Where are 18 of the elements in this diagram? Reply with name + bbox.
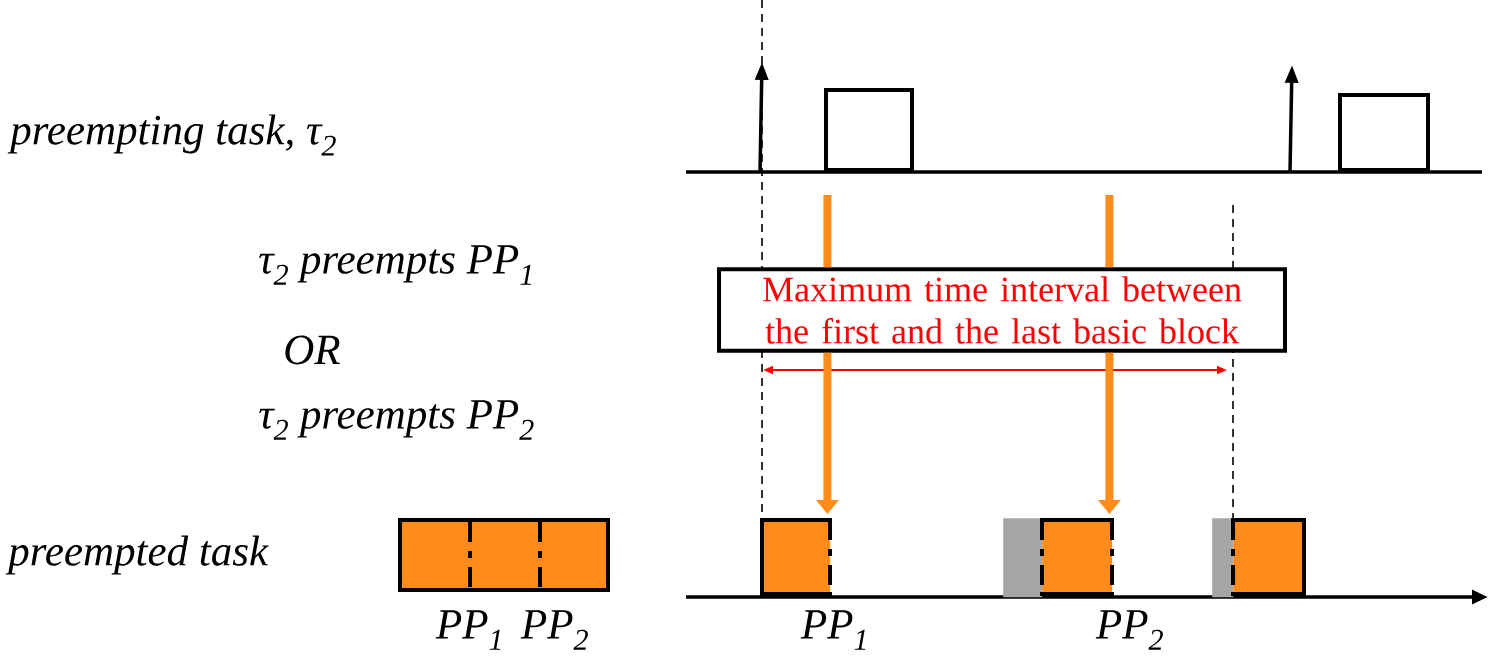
- overhead-block: [1003, 518, 1043, 598]
- job-box: [1338, 93, 1430, 172]
- axis-label: preempting task, τ$_{2}$: [7, 114, 336, 156]
- point-label: PP$_{2}$: [520, 610, 588, 650]
- preempted-block: [1231, 518, 1306, 596]
- point-label: PP$_{1}$: [800, 610, 866, 650]
- preempted-block: [760, 518, 832, 596]
- axis-label: τ$_{2}$ preempts PP$_{1}$: [259, 245, 532, 285]
- text-box: Maximum time interval between the first and the last basic block: [717, 267, 1287, 353]
- job-box: [824, 88, 914, 172]
- axis-label: preempted task: [5, 535, 269, 575]
- preempted-task-bar: [398, 518, 610, 592]
- point-label: PP$_{2}$: [1095, 610, 1163, 650]
- axis-label: τ$_{2}$ preempts PP$_{2}$: [259, 400, 534, 440]
- preempted-block: [1040, 518, 1114, 596]
- overhead-block: [1212, 518, 1234, 598]
- point-label: PP$_{1}$: [435, 610, 501, 650]
- axis-label: OR: [285, 335, 340, 365]
